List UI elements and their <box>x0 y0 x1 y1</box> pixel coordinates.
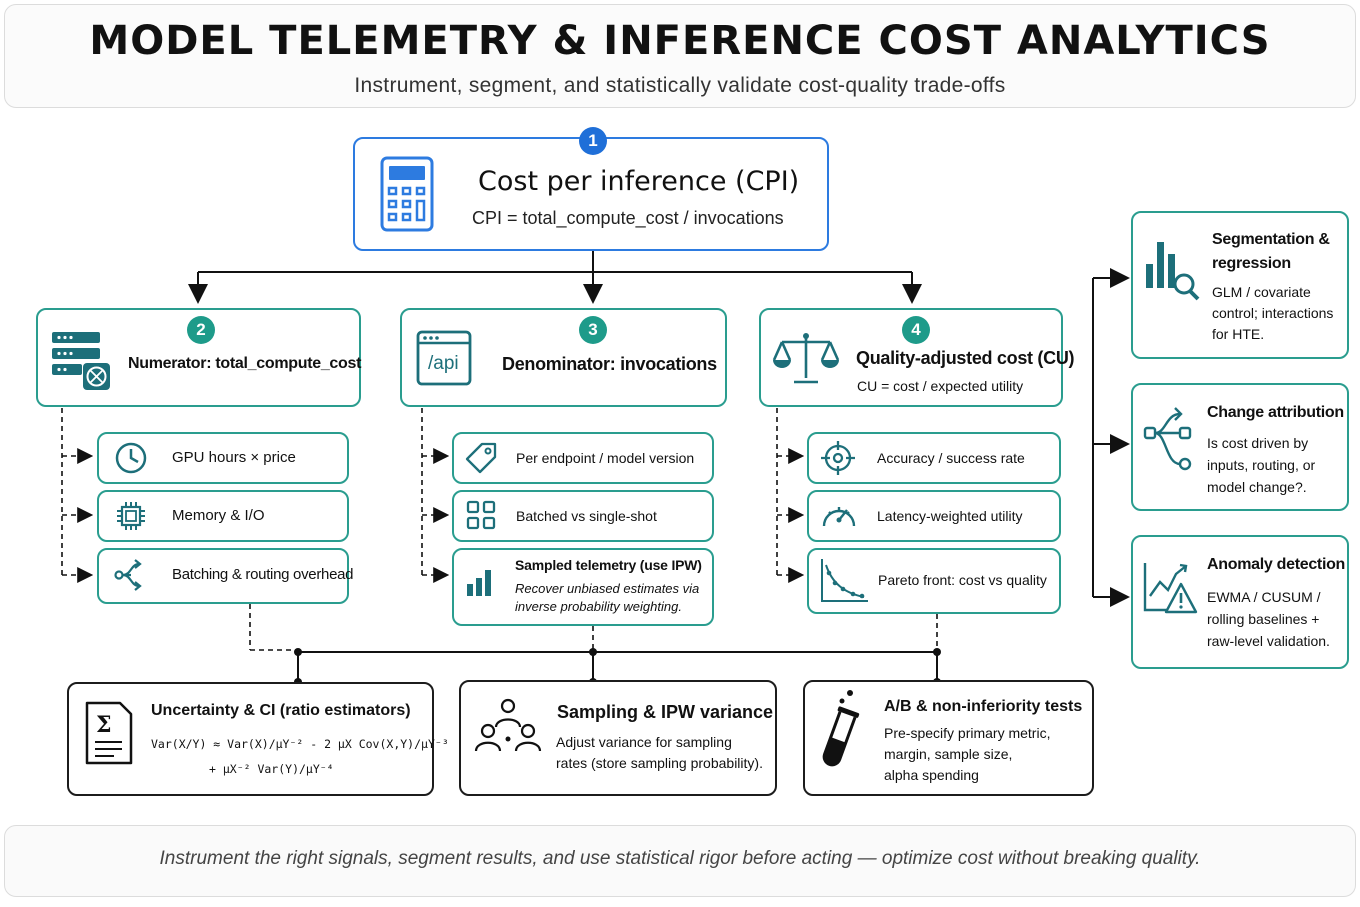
anomaly-warning-icon <box>1143 563 1198 614</box>
clock-icon <box>115 442 147 474</box>
uncertainty-title: Uncertainty & CI (ratio estimators) <box>151 702 411 719</box>
svg-text:Σ: Σ <box>96 712 112 738</box>
sampled-desc-2: inverse probability weighting. <box>515 599 682 614</box>
tag-icon <box>465 442 497 474</box>
footer-note: Instrument the right signals, segment re… <box>159 848 1201 869</box>
numerator-item-label: GPU hours × price <box>172 449 296 466</box>
page-title: MODEL TELEMETRY & INFERENCE COST ANALYTI… <box>89 18 1271 64</box>
segmentation-box <box>1131 211 1349 359</box>
numerator-item-label: Memory & I/O <box>172 507 265 524</box>
sampled-desc-1: Recover unbiased estimates via <box>515 581 700 596</box>
chip-icon <box>117 502 145 530</box>
step-number-3: 3 <box>579 316 607 344</box>
segmentation-title-1: Segmentation & <box>1212 231 1330 248</box>
server-icon <box>52 332 110 390</box>
denominator-item-endpoint <box>452 432 714 484</box>
numerator-item-label: Batching & routing overhead <box>172 566 354 583</box>
grid-icon <box>466 500 496 530</box>
quality-item-pareto <box>807 548 1061 614</box>
numerator-item-batching <box>97 548 349 604</box>
header-panel <box>4 4 1356 108</box>
sampled-title: Sampled telemetry (use IPW) <box>515 557 702 573</box>
bar-chart-icon <box>467 570 491 596</box>
api-window-icon <box>416 330 472 386</box>
quality-item-label: Pareto front: cost vs quality <box>878 572 1047 588</box>
gauge-icon <box>822 507 856 527</box>
uncertainty-formula-2: + μX⁻² Var(Y)/μY⁻⁴ <box>209 762 334 776</box>
ab-tests-line: Pre-specify primary metric, <box>884 725 1051 741</box>
numerator-title: Numerator: total_compute_cost <box>128 355 362 372</box>
segmentation-line: for HTE. <box>1212 326 1265 342</box>
change-attribution-title: Change attribution <box>1207 404 1344 421</box>
change-attribution-line: model change?. <box>1207 479 1307 495</box>
uncertainty-formula-1: Var(X/Y) ≈ Var(X)/μY⁻² - 2 μX Cov(X,Y)/μ… <box>151 737 449 751</box>
quality-item-label: Latency-weighted utility <box>877 508 1023 524</box>
quality-title: Quality-adjusted cost (CU) <box>856 348 1075 368</box>
test-tube-icon <box>822 690 860 767</box>
ab-tests-title: A/B & non-inferiority tests <box>884 698 1083 715</box>
page-subtitle: Instrument, segment, and statistically v… <box>354 74 1006 97</box>
change-attribution-box <box>1131 383 1349 511</box>
step-number-4: 4 <box>902 316 930 344</box>
sigma-document-icon: Σ <box>85 701 133 765</box>
sampled-telemetry-box <box>452 548 714 626</box>
segmentation-line: control; interactions <box>1212 305 1334 321</box>
anomaly-detection-line: EWMA / CUSUM / <box>1207 589 1321 605</box>
anomaly-detection-title: Anomaly detection <box>1207 556 1346 573</box>
change-attribution-line: Is cost driven by <box>1207 435 1309 451</box>
sampling-title: Sampling & IPW variance <box>557 702 774 722</box>
denominator-item-label: Per endpoint / model version <box>516 450 695 466</box>
anomaly-detection-line: rolling baselines + <box>1207 611 1320 627</box>
quality-item-label: Accuracy / success rate <box>877 450 1025 466</box>
api-label: /api <box>428 353 459 374</box>
cpi-title: Cost per inference (CPI) <box>478 166 800 197</box>
quality-formula: CU = cost / expected utility <box>857 378 1024 394</box>
anomaly-detection-box <box>1131 535 1349 669</box>
denominator-item-batched <box>452 490 714 542</box>
step-number-1: 1 <box>579 127 607 155</box>
cpi-formula: CPI = total_compute_cost / invocations <box>472 208 784 228</box>
scales-icon <box>772 333 840 384</box>
bar-magnifier-icon <box>1146 242 1200 301</box>
numerator-item-gpu <box>97 432 349 484</box>
target-icon <box>821 441 855 475</box>
denominator-title: Denominator: invocations <box>502 354 717 374</box>
pareto-curve-icon <box>821 559 868 602</box>
people-sampling-icon <box>474 698 542 752</box>
anomaly-detection-line: raw-level validation. <box>1207 633 1330 649</box>
ab-tests-line: alpha spending <box>884 767 979 783</box>
ab-tests-line: margin, sample size, <box>884 746 1013 762</box>
step-number-2: 2 <box>187 316 215 344</box>
change-attribution-line: inputs, routing, or <box>1207 457 1316 473</box>
segmentation-title-2: regression <box>1212 255 1291 272</box>
routing-icon <box>114 559 142 591</box>
calculator-icon <box>380 156 434 232</box>
branch-flow-icon <box>1143 407 1192 471</box>
sampling-line-2: rates (store sampling probability). <box>556 755 763 771</box>
segmentation-line: GLM / covariate <box>1212 284 1311 300</box>
sampling-line-1: Adjust variance for sampling <box>556 734 732 750</box>
ab-tests-box <box>803 680 1094 796</box>
uncertainty-box <box>67 682 434 796</box>
footer-panel <box>4 825 1356 897</box>
denominator-item-label: Batched vs single-shot <box>516 508 657 524</box>
denominator-box <box>400 308 727 407</box>
sampling-box <box>459 680 777 796</box>
